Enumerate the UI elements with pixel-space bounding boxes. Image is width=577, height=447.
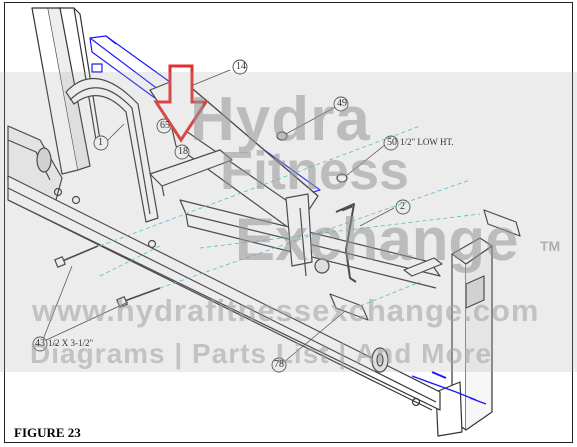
blue-cable-end	[411, 371, 487, 405]
callout-2: 2	[400, 201, 405, 212]
watermark-band	[0, 72, 577, 372]
callout-14: 14	[236, 61, 246, 72]
handle-bar	[335, 203, 357, 283]
watermark-url: www.hydrafitnessexchange.com	[32, 293, 540, 328]
callout-circles	[32, 59, 411, 373]
callout-50-desc: 1/2" LOW HT.	[400, 137, 454, 147]
base-frame	[7, 175, 441, 411]
part-18-crossbar	[149, 149, 233, 197]
right-upright-frame	[435, 237, 493, 437]
callout-65: 65	[160, 120, 170, 131]
bolts	[54, 245, 161, 308]
watermark-line-3: Exchange	[235, 206, 519, 273]
hidden-lines	[99, 125, 481, 307]
part-1-curved-arm	[65, 77, 159, 223]
callout-50: 50	[387, 137, 397, 148]
watermark-tm: TM	[540, 238, 561, 254]
callout-43-desc: 1/2 X 3-1/2"	[48, 338, 94, 348]
figure-label: FIGURE 23	[14, 425, 81, 440]
callout-49: 49	[337, 98, 347, 109]
figure-border	[4, 2, 573, 443]
watermark-line-1: Hydra	[190, 85, 371, 154]
callout-78: 78	[274, 359, 284, 370]
watermark-line-2: Fitness	[220, 141, 410, 201]
nuts	[276, 131, 348, 183]
callout-43: 43	[35, 338, 45, 349]
watermark-tagline: Diagrams | Parts List | And More	[30, 338, 493, 369]
red-indicator-arrow	[153, 64, 209, 143]
back-pad	[7, 125, 63, 201]
callout-1: 1	[98, 137, 103, 148]
right-brackets	[329, 209, 521, 321]
callout-18: 18	[178, 146, 188, 157]
part-2-lower-tube	[179, 193, 441, 289]
pulley	[371, 347, 389, 373]
